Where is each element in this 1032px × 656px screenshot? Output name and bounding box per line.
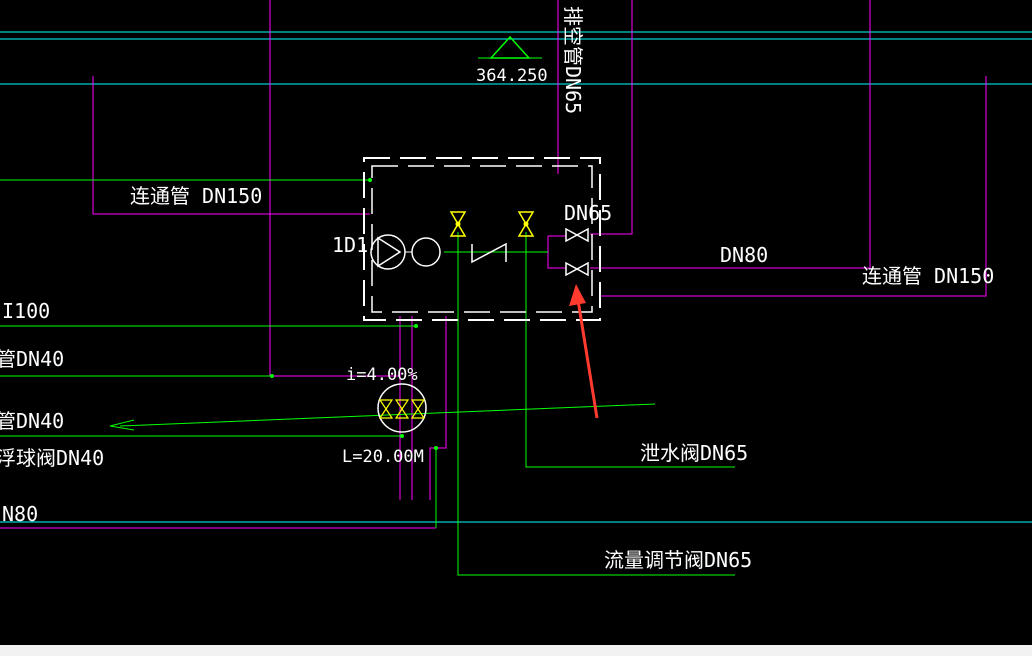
elevation-label: 364.250 [476,66,548,86]
tie-pipe-left-label: 连通管 DN150 [130,184,262,208]
red-arrow-annotation [569,284,599,419]
magenta-right-vertical [590,0,633,235]
drain-valve-label: 泄水阀DN65 [640,441,748,465]
junction-dot [368,178,372,182]
vertical-pipe-dn-label: DN65 [561,66,585,114]
magenta-drop-lines-3 [429,316,447,500]
tank-outline-inner [371,165,593,313]
junction-dot [414,324,418,328]
slope-label: i=4.00% [346,365,418,385]
green-drain-valve-line [525,232,735,468]
left-label-2: 管DN40 [0,347,64,371]
green-flow-valve-line [457,232,735,576]
bottom-status-strip [0,645,1032,656]
magenta-far-right [590,0,871,269]
dn65-valve-label: DN65 [564,201,612,225]
magenta-tie-pipe-left [92,76,370,215]
junction-dot [434,446,438,450]
float-valve-triangles-icon [378,399,426,419]
length-label: L=20.00M [342,447,424,467]
left-label-3: 管DN40 [0,409,64,433]
valve-dn65-icon [565,227,589,243]
float-valve-assembly-icon [377,383,427,433]
flow-valve-label: 流量调节阀DN65 [604,548,752,572]
vertical-pipe-name-label: 排空管 [561,6,585,66]
motor-circle-icon [411,237,441,267]
pump-triangle-icon [377,236,402,268]
tie-pipe-right-label: 连通管 DN150 [862,264,994,288]
magenta-valve-branch [547,236,566,269]
dn80-label: DN80 [720,243,768,267]
junction-dot [400,434,404,438]
magenta-tie-pipe-right [600,76,987,297]
gate-valve-right-icon [517,211,535,237]
valve-dn80-icon [565,261,589,277]
green-sloped-pipe [119,403,656,427]
left-label-1: I100 [2,299,50,323]
green-arrowhead [109,419,135,431]
check-valve-icon [471,242,507,264]
junction-dot [270,374,274,378]
elevation-triangle-icon [489,35,531,59]
gate-valve-left-icon [449,211,467,237]
pump-tag-label: 1D1 [332,233,368,257]
left-label-4: 浮球阀DN40 [0,446,104,470]
left-label-5: N80 [2,502,38,526]
tank-outline-outer [363,157,601,321]
